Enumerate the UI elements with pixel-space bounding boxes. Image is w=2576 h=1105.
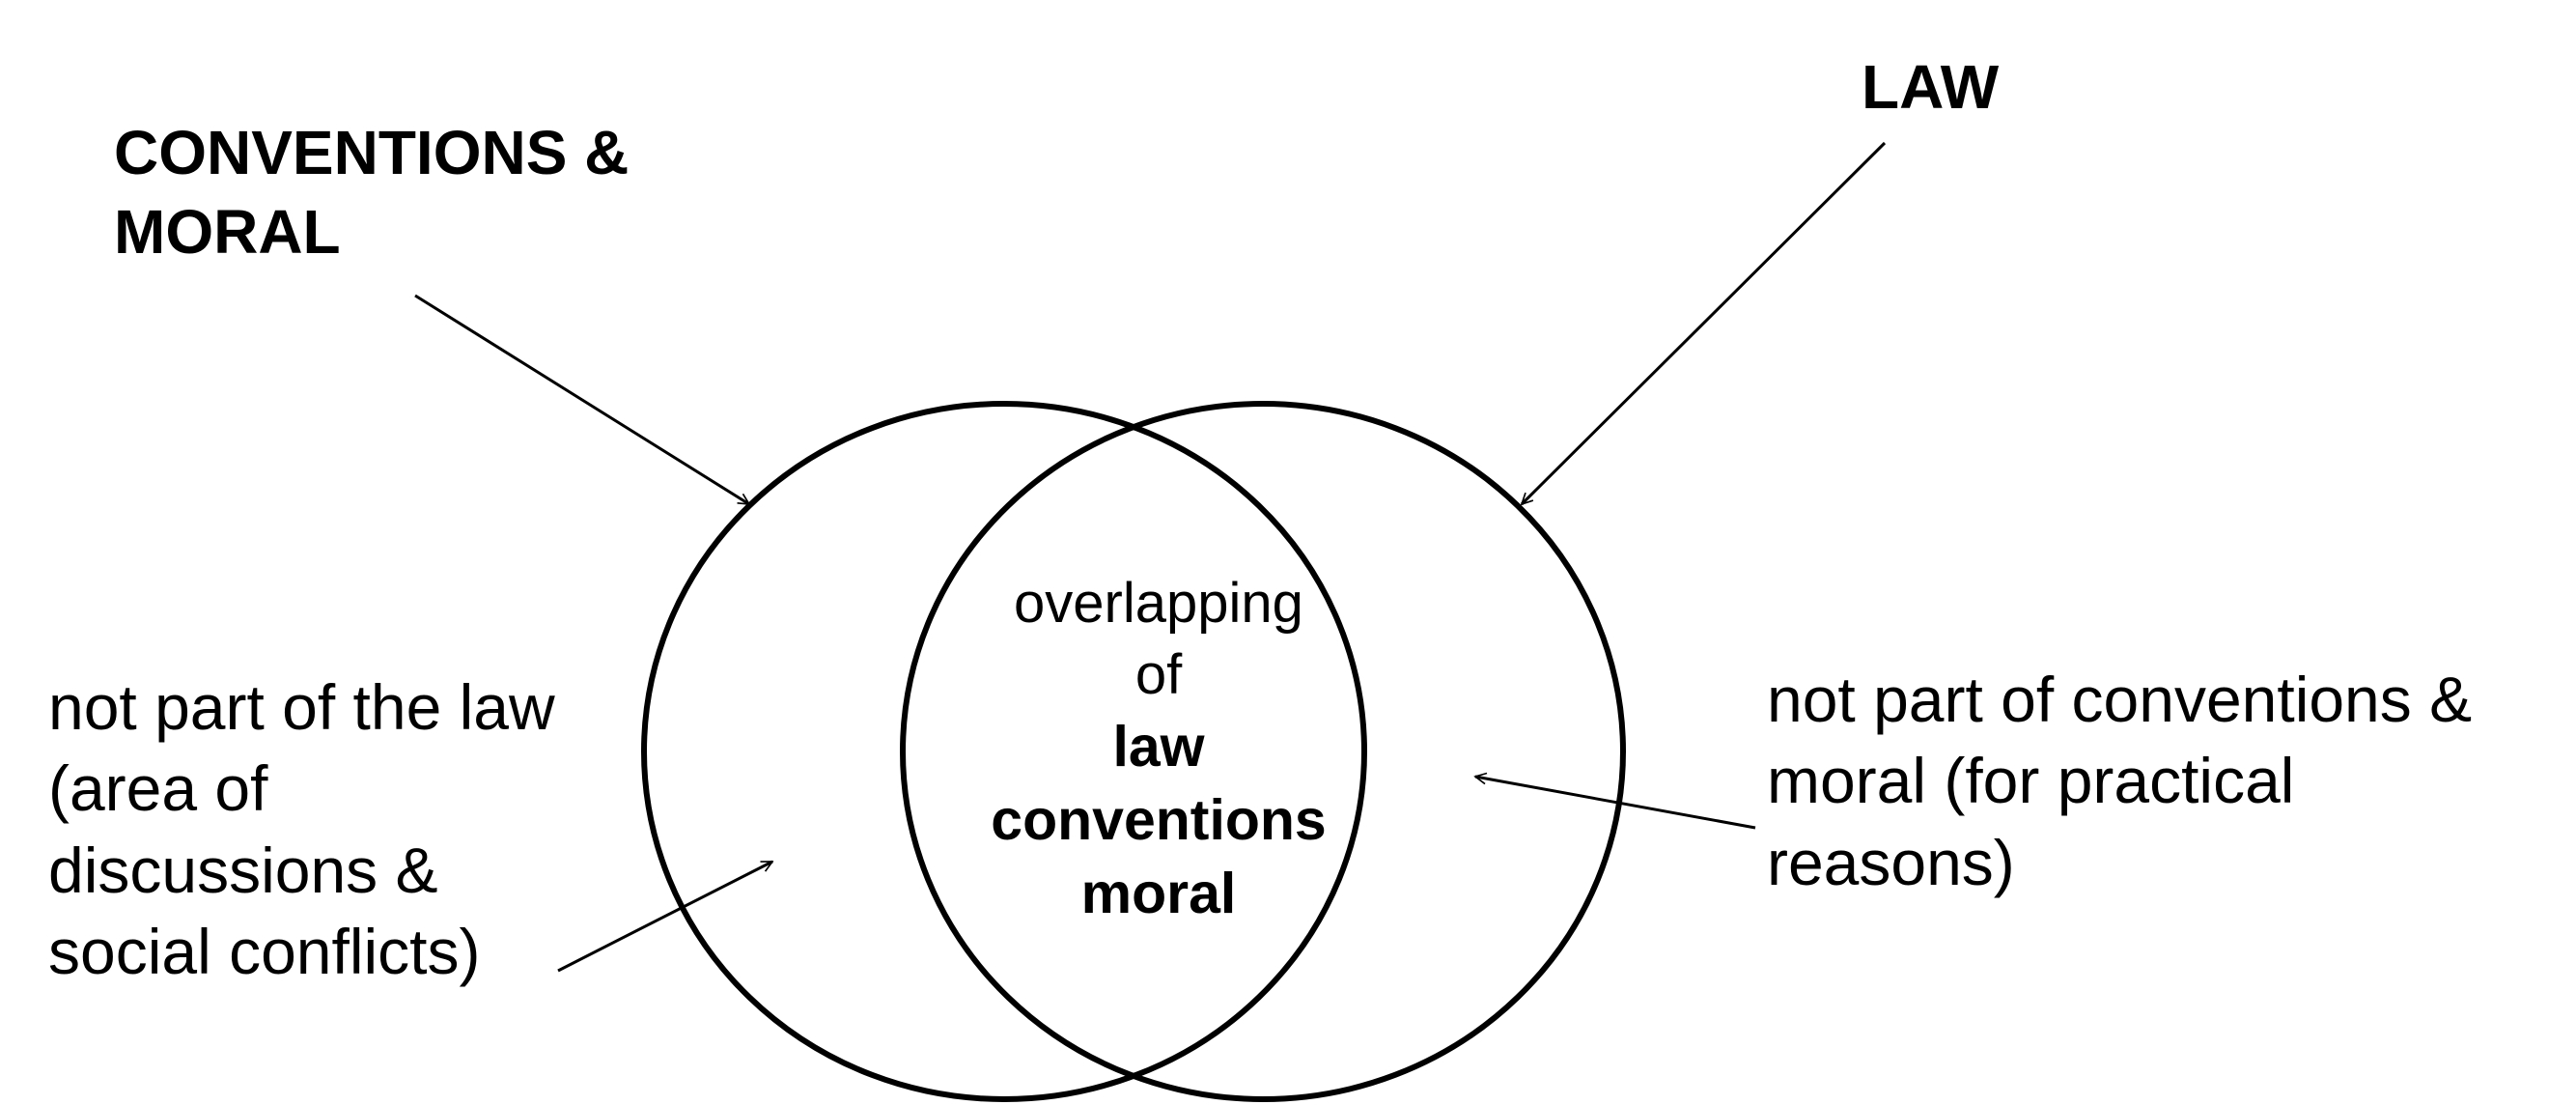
conventions-moral-label-line-2: MORAL	[114, 196, 341, 267]
law-circle	[900, 401, 1626, 1102]
arrow-right-region	[1475, 777, 1756, 830]
arrow-left-region	[557, 860, 772, 973]
right-only-line-1: not part of conventions &	[1767, 664, 2473, 735]
conventions-moral-label: CONVENTIONS & MORAL	[114, 114, 629, 272]
left-only-line-1: not part of the law	[48, 671, 555, 743]
overlap-line-1: overlapping	[1014, 572, 1303, 635]
arrow-conventions-moral	[414, 294, 749, 506]
conventions-moral-label-line-1: CONVENTIONS &	[114, 118, 630, 187]
right-only-line-3: reasons)	[1767, 826, 2015, 898]
conventions-moral-circle	[641, 401, 1367, 1102]
law-label-line-1: LAW	[1862, 52, 2000, 122]
left-only-line-3: discussions &	[48, 834, 438, 906]
right-only-annotation: not part of conventions & moral (for pra…	[1767, 659, 2472, 903]
left-only-annotation: not part of the law (area of discussions…	[48, 666, 555, 993]
overlap-line-2: of	[1134, 643, 1183, 707]
overlap-bold-line-1: law	[1112, 715, 1205, 779]
law-label: LAW	[1862, 50, 1999, 125]
overlap-bold-line-2: conventions	[991, 787, 1327, 852]
left-only-line-4: social conflicts)	[48, 916, 481, 988]
arrow-law	[1522, 141, 1887, 504]
overlap-annotation: overlapping of law conventions moral	[966, 568, 1352, 930]
right-only-line-2: moral (for practical	[1767, 745, 2295, 817]
overlap-bold-line-3: moral	[1080, 861, 1237, 925]
left-only-line-2: (area of	[48, 752, 268, 825]
